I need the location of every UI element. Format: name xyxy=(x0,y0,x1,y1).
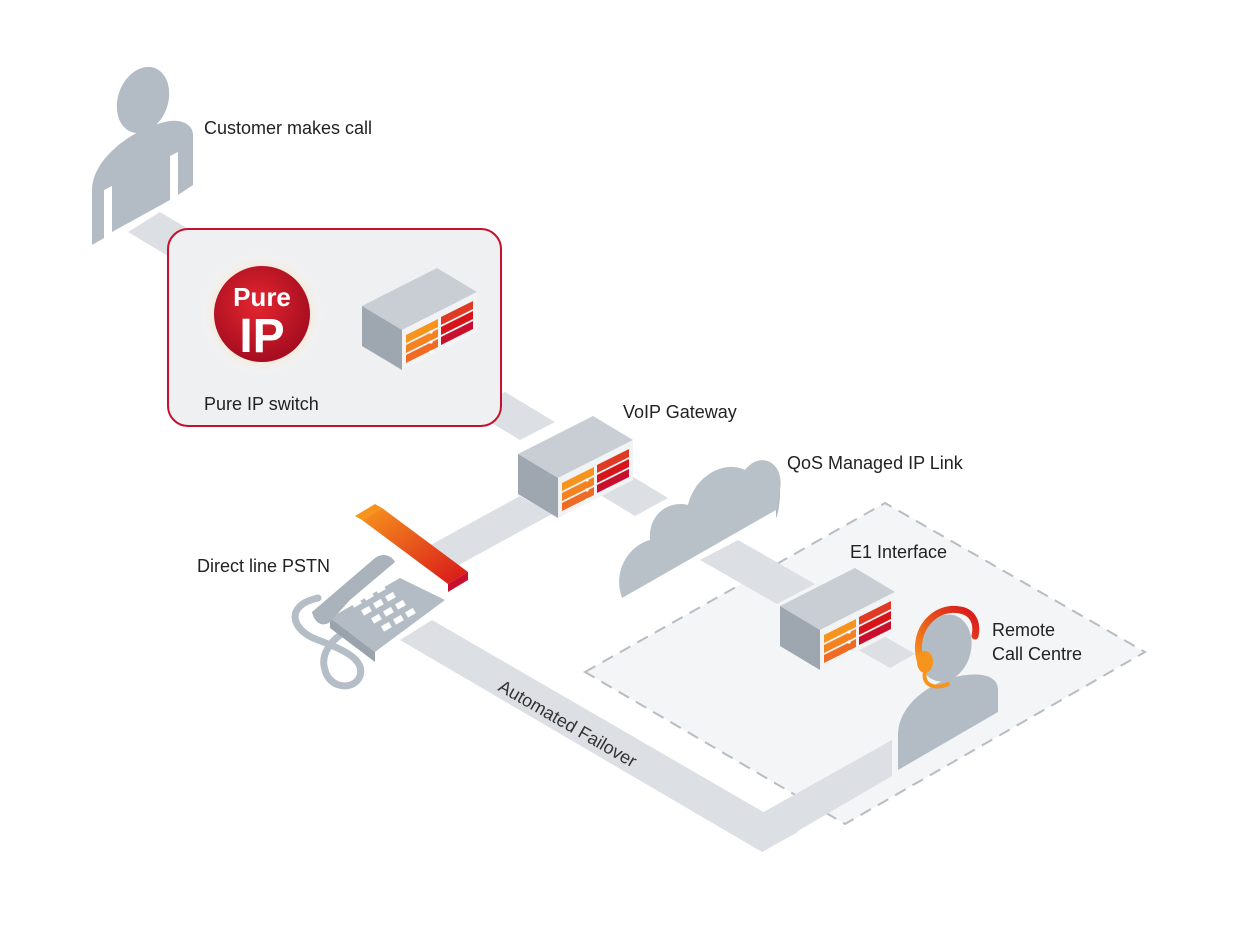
remote-call-centre-zone xyxy=(582,501,1148,826)
telephone-icon xyxy=(291,555,445,690)
remote-call-centre-label-line1: Remote xyxy=(992,620,1056,640)
qos-link-label: QoS Managed IP Link xyxy=(787,453,963,473)
cloud-icon xyxy=(619,460,781,598)
voip-gateway-label: VoIP Gateway xyxy=(623,402,737,422)
customer-label: Customer makes call xyxy=(204,118,373,138)
pure-ip-logo: Pure IP xyxy=(200,252,324,376)
remote-call-centre-label-line2: Call Centre xyxy=(992,644,1083,664)
customer-person-icon xyxy=(92,66,193,245)
pstn-bracket-icon xyxy=(355,504,468,592)
pure-ip-switch-label: Pure IP switch xyxy=(204,394,319,414)
direct-line-pstn-label: Direct line PSTN xyxy=(197,556,331,576)
logo-text-pure: Pure xyxy=(233,282,291,312)
e1-interface-label: E1 Interface xyxy=(850,542,948,562)
headset-agent-icon xyxy=(898,605,998,770)
logo-text-ip: IP xyxy=(239,310,284,363)
